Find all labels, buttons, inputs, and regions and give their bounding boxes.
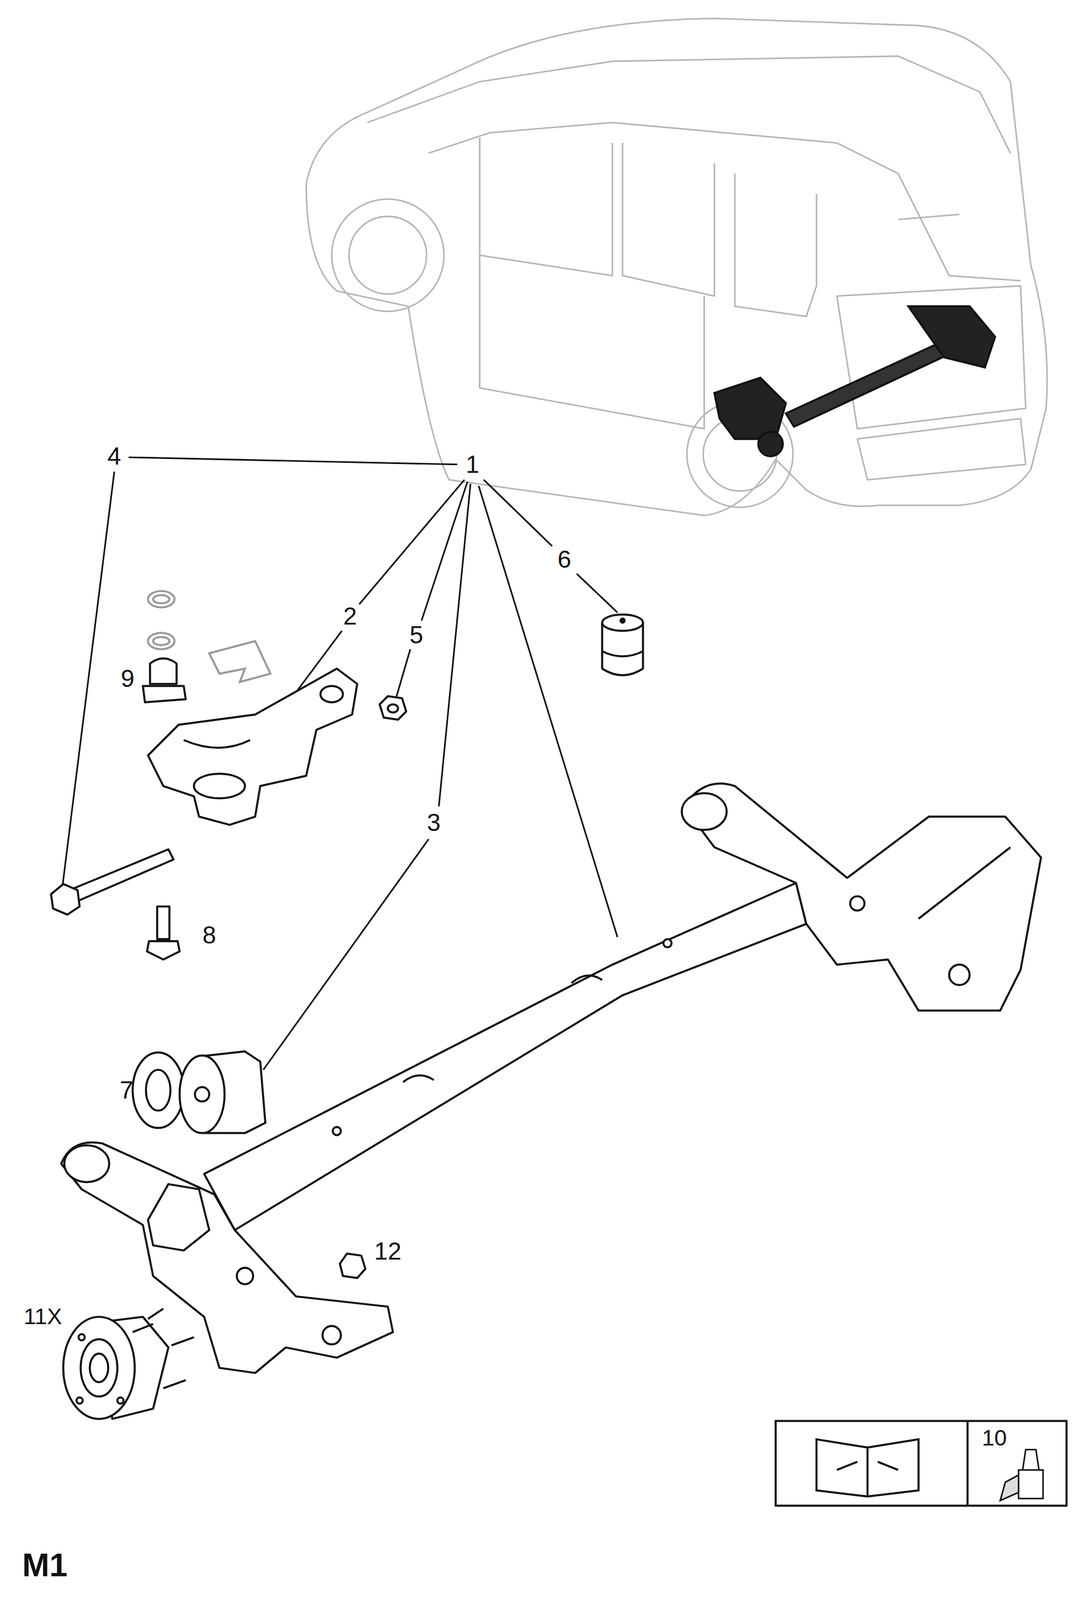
callout-number: 8 (202, 922, 217, 948)
wheel-hub (63, 1308, 195, 1419)
axle-beam (204, 882, 807, 1230)
bump-stop-part-6 (602, 614, 644, 676)
bolt-part-8 (146, 906, 180, 960)
callout-number: 7 (119, 1077, 134, 1103)
sealant-tube-icon (1000, 1449, 1044, 1501)
bushing-part-3 (179, 1051, 266, 1134)
leader-lines (61, 457, 618, 1070)
nut-part-5 (379, 696, 406, 720)
page-code: M1 (22, 1548, 68, 1581)
nut-part-12 (339, 1253, 366, 1278)
material-number: 10 (967, 1420, 1067, 1450)
bolt-part-4 (51, 848, 174, 915)
bushing-part-9 (142, 658, 186, 703)
info-box (775, 1420, 1067, 1506)
callout-number: 9 (120, 666, 135, 691)
callout-number: 12 (373, 1238, 402, 1264)
axle-location (714, 306, 996, 457)
manual-icon (816, 1439, 919, 1497)
callout-number: 3 (426, 810, 441, 835)
callout-number: 1 (465, 452, 480, 477)
material-cell: 10 (967, 1420, 1067, 1506)
callout-number: 2 (343, 604, 357, 629)
callout-number: 5 (409, 622, 424, 648)
callout-number: 4 (107, 444, 122, 469)
callout-number: 6 (557, 547, 572, 572)
ring-part-7 (132, 1052, 185, 1129)
vehicle-outline (306, 18, 1047, 516)
right-trailing-arm (684, 783, 1042, 1011)
callout-number: 11X (23, 1305, 62, 1328)
mounting-bracket (147, 668, 357, 825)
